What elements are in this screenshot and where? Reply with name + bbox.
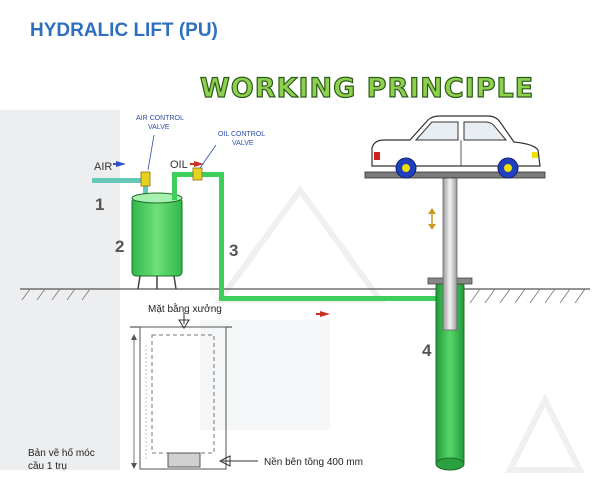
concrete-base (167, 452, 201, 468)
oil-pipe (172, 172, 441, 301)
air-pipe-down (143, 178, 148, 208)
air-valve-label-line2: VALVE (148, 124, 170, 131)
oil-flow-arrow-lower (320, 311, 330, 317)
air-label: AIR (94, 161, 112, 173)
component-number-1: 1 (95, 195, 104, 214)
air-valve-label-line1: AIR CONTROL (136, 115, 184, 122)
component-number-3: 3 (229, 241, 238, 260)
foundation-label: Nền bên tông 400 mm (264, 456, 363, 468)
background-decoration (0, 110, 585, 473)
drawing-caption-line1: Bản vẽ hố móc (28, 447, 95, 459)
foundation-arrow-icon (218, 455, 231, 467)
ground-hatch (21, 288, 586, 304)
component-number-2: 2 (115, 237, 124, 256)
oil-tank (131, 192, 183, 290)
working-principle-title: WORKING PRINCIPLE (200, 73, 534, 104)
foundation-pit-drawing (130, 312, 258, 470)
car (371, 115, 541, 179)
air-valve-pointer (147, 134, 155, 171)
oil-valve-label-line1: OIL CONTROL (218, 131, 265, 138)
oil-valve-label-line2: VALVE (232, 140, 254, 147)
lift-platform (364, 171, 546, 179)
oil-control-valve[interactable] (192, 167, 203, 181)
air-pipe (92, 178, 148, 183)
component-number-4: 4 (422, 341, 432, 360)
lift-piston (442, 173, 458, 331)
page-title: HYDRALIC LIFT (PU) (30, 20, 218, 41)
oil-flow-arrow (194, 161, 204, 167)
air-flow-arrow (116, 161, 126, 167)
up-down-arrow-icon (428, 208, 436, 230)
car-taillight (374, 152, 380, 160)
air-control-valve[interactable] (140, 171, 151, 187)
floor-label: Mặt bằng xưởng (148, 302, 222, 315)
oil-valve-pointer (199, 144, 217, 169)
oil-label: OIL (170, 159, 188, 171)
car-headlight (532, 152, 538, 158)
floor-arrow-icon (178, 319, 190, 329)
drawing-caption-line2: cầu 1 trụ (28, 460, 67, 472)
